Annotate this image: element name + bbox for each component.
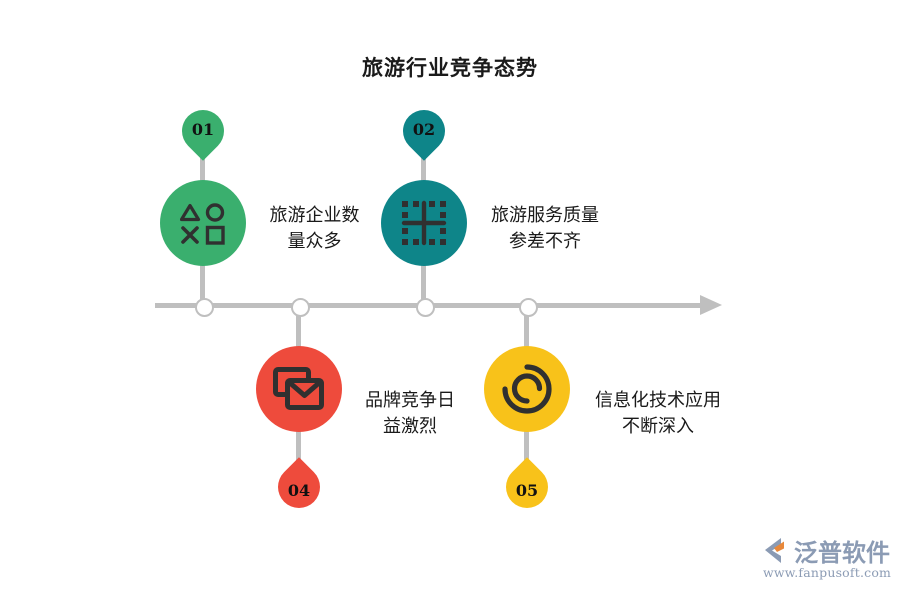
crosshair-frame-icon bbox=[401, 200, 447, 246]
pin-marker-04[interactable]: 04 bbox=[269, 457, 329, 517]
timeline-node-2 bbox=[291, 298, 310, 317]
item-bubble-01[interactable] bbox=[160, 180, 246, 266]
timeline-node-1 bbox=[195, 298, 214, 317]
item-bubble-04[interactable] bbox=[256, 346, 342, 432]
timeline-node-4 bbox=[519, 298, 538, 317]
brand-logo[interactable]: 泛普软件 www.fanpusoft.com bbox=[762, 533, 894, 585]
pin-number-04: 04 bbox=[287, 480, 311, 500]
item-label-04: 品牌竞争日 益激烈 bbox=[365, 390, 455, 438]
item-bubble-02[interactable] bbox=[381, 180, 467, 266]
shapes-icon bbox=[180, 203, 225, 245]
logo-brand-text: 泛普软件 bbox=[794, 538, 890, 567]
mail-stack-icon bbox=[273, 367, 324, 410]
timeline-arrow-icon bbox=[700, 295, 722, 315]
pin-marker-02[interactable]: 02 bbox=[394, 101, 454, 161]
timeline-axis bbox=[155, 303, 715, 308]
pin-number-05: 05 bbox=[515, 480, 539, 500]
page-title: 旅游行业竞争态势 bbox=[362, 56, 538, 80]
pin-number-02: 02 bbox=[412, 119, 436, 139]
item-bubble-05[interactable] bbox=[484, 346, 570, 432]
logo-row: 泛普软件 bbox=[762, 533, 890, 567]
logo-url-text: www.fanpusoft.com bbox=[763, 565, 892, 580]
item-label-02: 旅游服务质量 参差不齐 bbox=[491, 205, 599, 253]
item-label-01: 旅游企业数 量众多 bbox=[269, 205, 360, 253]
item-label-05: 信息化技术应用 不断深入 bbox=[595, 390, 721, 438]
pin-marker-01[interactable]: 01 bbox=[173, 101, 233, 161]
timeline-node-3 bbox=[416, 298, 435, 317]
pin-number-01: 01 bbox=[191, 119, 215, 139]
spinner-rings-icon bbox=[502, 364, 552, 414]
pin-marker-05[interactable]: 05 bbox=[497, 457, 557, 517]
fanpu-logo-icon bbox=[765, 538, 784, 563]
